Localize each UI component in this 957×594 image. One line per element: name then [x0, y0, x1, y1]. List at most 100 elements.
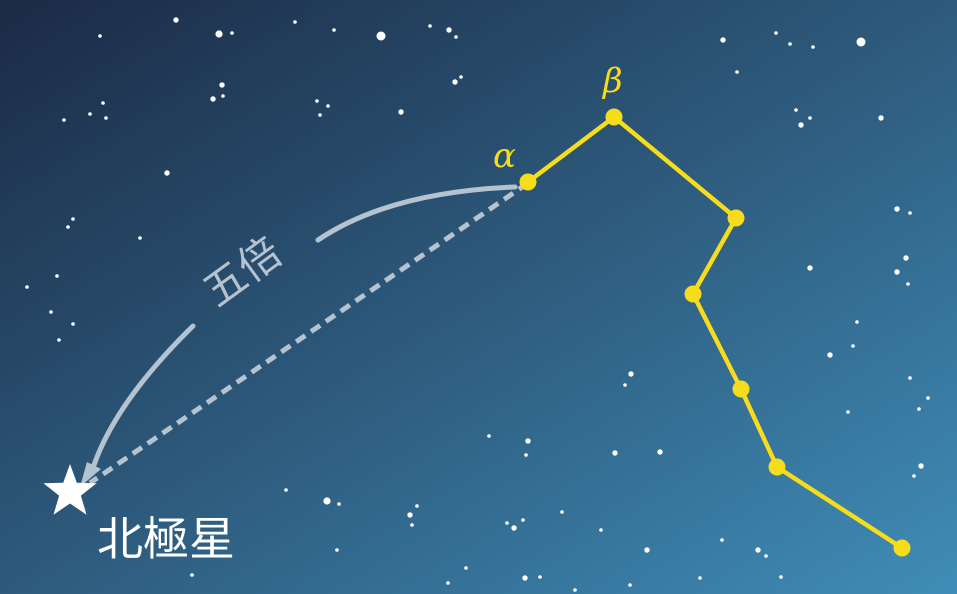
background-star [104, 116, 108, 120]
background-star [878, 115, 884, 121]
background-star [487, 434, 491, 438]
background-star [908, 376, 912, 380]
dipper-star-epsilon [732, 380, 750, 398]
background-star [755, 547, 761, 553]
background-star [210, 96, 216, 102]
background-star [219, 82, 225, 88]
background-star [855, 320, 859, 324]
background-star [230, 31, 234, 35]
background-star [851, 344, 855, 348]
background-star [398, 109, 404, 115]
background-star [62, 118, 66, 122]
background-stars [25, 17, 930, 592]
background-star [293, 20, 297, 24]
background-star [912, 474, 916, 478]
background-star [903, 255, 909, 261]
dipper-star-delta [684, 285, 702, 303]
background-star [25, 285, 29, 289]
background-star [720, 538, 724, 542]
background-star [894, 206, 900, 212]
background-star [524, 453, 528, 457]
background-star [811, 45, 815, 49]
dipper-star-eta [893, 539, 911, 557]
background-star [521, 518, 525, 522]
background-star [525, 438, 531, 444]
background-star [55, 274, 59, 278]
star-icon [43, 464, 97, 515]
background-star [628, 583, 632, 587]
background-star [66, 225, 70, 229]
background-star [623, 383, 627, 387]
background-star [522, 575, 528, 581]
background-star [98, 34, 102, 38]
background-star [407, 512, 413, 518]
background-star [326, 104, 330, 108]
background-star [446, 27, 452, 33]
background-star [323, 497, 331, 505]
background-star [698, 576, 702, 580]
background-star [908, 211, 912, 215]
background-star [428, 24, 432, 28]
background-star [644, 547, 650, 553]
dipper-star-alpha [519, 173, 537, 191]
background-star [573, 588, 577, 592]
background-star [599, 528, 603, 532]
background-star [827, 352, 833, 358]
background-star [215, 30, 223, 38]
background-star [894, 269, 900, 275]
background-star [720, 37, 726, 43]
dipper-star-zeta [768, 458, 786, 476]
background-star [164, 170, 170, 176]
background-star [138, 236, 142, 240]
background-star [918, 463, 924, 469]
background-star [612, 450, 618, 456]
beta-label: β [601, 61, 623, 101]
background-star [101, 101, 105, 105]
background-star [315, 99, 319, 103]
dipper-star-gamma [727, 209, 745, 227]
background-star [808, 116, 812, 120]
background-star [538, 575, 542, 579]
distance-arc-lower [91, 323, 196, 468]
background-star [788, 42, 792, 46]
background-star [88, 112, 92, 116]
background-star [49, 310, 53, 314]
pointer-dashed-line [88, 180, 530, 486]
background-star [505, 521, 509, 525]
background-star [794, 108, 798, 112]
alpha-label: α [493, 136, 516, 176]
background-star [71, 217, 75, 221]
background-star [410, 523, 414, 527]
background-star [190, 573, 194, 577]
background-star [337, 502, 341, 506]
background-star [454, 35, 458, 39]
background-star [464, 566, 468, 570]
background-star [807, 265, 813, 271]
background-star [446, 581, 450, 585]
background-star [906, 282, 910, 286]
background-star [856, 37, 866, 47]
background-star [376, 31, 386, 41]
background-star [846, 410, 850, 414]
distance-arc-upper [315, 184, 518, 243]
background-star [926, 396, 930, 400]
arrowhead-icon [80, 462, 101, 487]
background-star [335, 548, 339, 552]
background-star [221, 94, 225, 98]
background-star [779, 575, 783, 579]
background-star [798, 122, 804, 128]
background-star [71, 322, 75, 326]
background-star [415, 504, 419, 508]
polaris-label: 北極星 [97, 512, 235, 566]
background-star [459, 75, 463, 79]
background-star [284, 488, 288, 492]
background-star [318, 113, 322, 117]
background-star [511, 525, 517, 531]
background-star [657, 449, 663, 455]
background-star [628, 371, 634, 377]
background-star [560, 510, 564, 514]
dipper-star-beta [605, 108, 623, 126]
background-star [173, 17, 179, 23]
